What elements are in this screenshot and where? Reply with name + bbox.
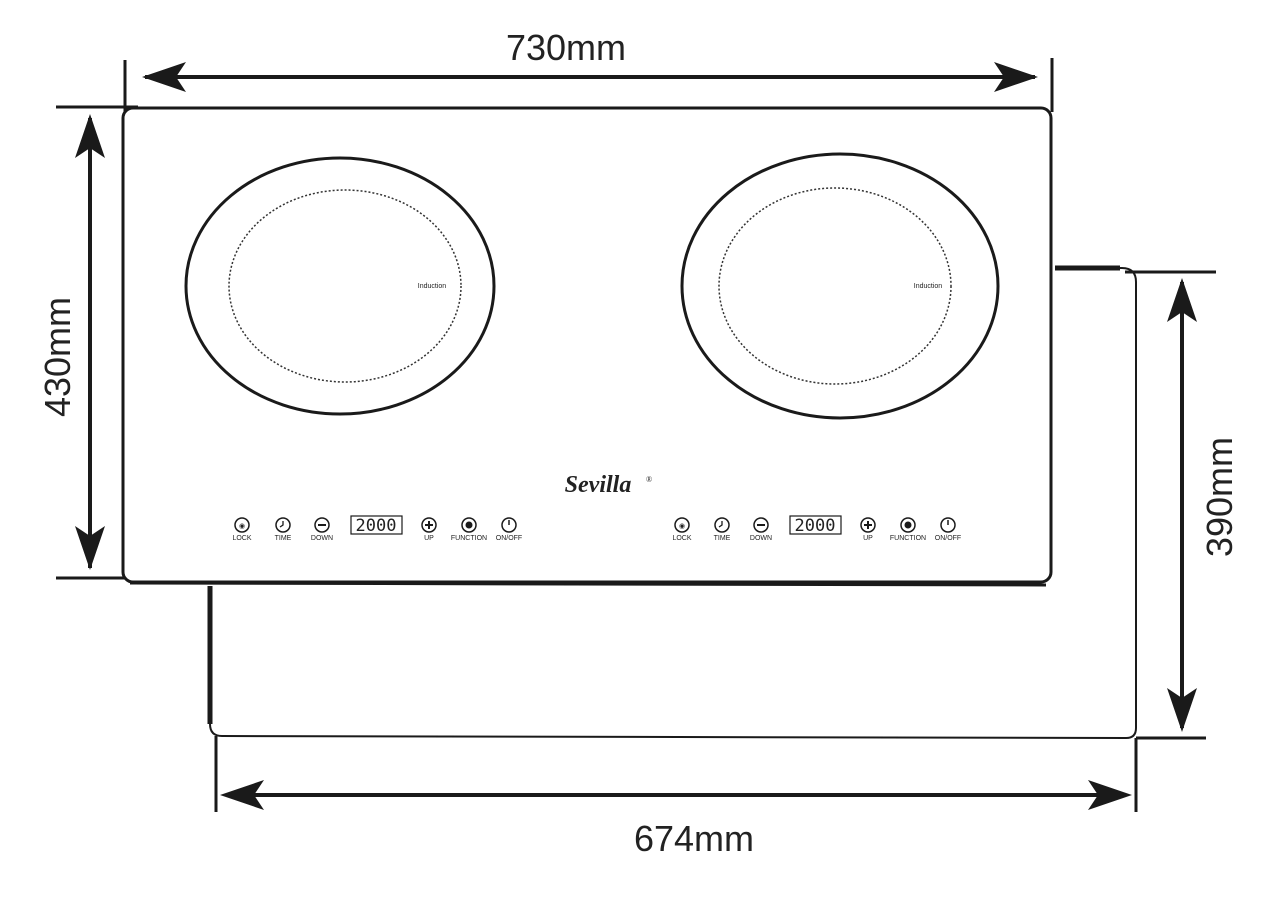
right-arrow-top [1167,278,1197,322]
top-arrow-left [142,62,186,92]
brand-registered-mark: ® [646,475,652,484]
right-height-label: 390mm [1199,437,1240,557]
minus-icon [753,517,769,533]
plus-icon [421,517,437,533]
lock-icon-glyph: ◉ [679,523,685,530]
onoff-label-right: ON/OFF [935,535,961,542]
function-icon [461,517,477,533]
clock-icon [275,517,291,533]
down-label-left: DOWN [311,535,333,542]
function-button-right[interactable]: FUNCTION [890,517,926,542]
bottom-width-label: 674mm [634,818,754,859]
function-label-left: FUNCTION [451,535,487,542]
zone-right-outer-ring [680,152,1000,420]
down-button-right[interactable]: DOWN [750,517,772,542]
top-arrow-right [994,62,1038,92]
top-width-label: 730mm [506,27,626,68]
function-icon [900,517,916,533]
left-arrow-top [75,114,105,158]
lock-icon-glyph: ◉ [239,523,245,530]
cooktop-plate [121,106,1053,587]
function-label-right: FUNCTION [890,535,926,542]
lock-icon [674,517,690,533]
left-height-label: 430mm [37,297,78,417]
up-label-left: UP [424,535,434,542]
brand-name: Sevilla [565,472,632,498]
onoff-button-left[interactable]: ON/OFF [496,517,522,542]
function-dot [465,521,473,529]
lock-label-left: LOCK [232,535,251,542]
brand-logo: Sevilla ® [565,472,652,498]
bottom-arrow-left [220,780,264,810]
glass-bottom-edge [129,581,1047,587]
timer-button-left[interactable]: TIME [275,517,292,542]
up-button-left[interactable]: UP [421,517,437,542]
glass-surface [121,106,1053,584]
cooking-zone-left: Induction [184,156,496,416]
power-icon [501,517,517,533]
time-label-right: TIME [714,535,731,542]
power-icon [940,517,956,533]
lock-button-left[interactable]: ◉ LOCK [232,517,252,542]
clock-hands [279,521,284,528]
timer-button-right[interactable]: TIME [714,517,731,542]
display-value-right: 2000 [795,516,836,536]
display-value-left: 2000 [356,516,397,536]
zone-right-inner-ring [718,187,952,385]
control-panel-right: ◉ LOCK TIME DOWN 2000 UP FUNCTION [672,515,961,542]
up-label-right: UP [863,535,873,542]
display-frame-left [350,515,403,535]
up-button-right[interactable]: UP [860,517,876,542]
onoff-button-right[interactable]: ON/OFF [935,517,961,542]
lock-icon [234,517,250,533]
function-dot [904,521,912,529]
function-button-left[interactable]: FUNCTION [451,517,487,542]
time-label-left: TIME [275,535,292,542]
left-arrow-bottom [75,526,105,570]
clock-icon [714,517,730,533]
top-dimension: 730mm [123,27,1054,150]
bottom-arrow-right [1088,780,1132,810]
zone-right-label: Induction [914,283,943,290]
right-arrow-bottom [1167,688,1197,732]
zone-left-label: Induction [418,283,447,290]
down-button-left[interactable]: DOWN [311,517,333,542]
control-panel-left: ◉ LOCK TIME DOWN 2000 UP FUNCTION [232,515,522,542]
bottom-dimension: 674mm [214,736,1138,859]
lock-button-right[interactable]: ◉ LOCK [672,517,692,542]
display-frame-right [789,515,842,535]
power-display-left: 2000 [350,515,403,536]
zone-left-inner-ring [228,189,462,383]
down-label-right: DOWN [750,535,772,542]
left-dimension: 430mm [37,105,138,580]
right-dimension: 390mm [1125,270,1240,740]
power-display-right: 2000 [789,515,842,536]
lock-label-right: LOCK [672,535,691,542]
zone-left-outer-ring [184,156,496,416]
minus-icon [314,517,330,533]
onoff-label-left: ON/OFF [496,535,522,542]
plus-icon [860,517,876,533]
cooking-zone-right: Induction [680,152,1000,420]
clock-hands [718,521,723,528]
